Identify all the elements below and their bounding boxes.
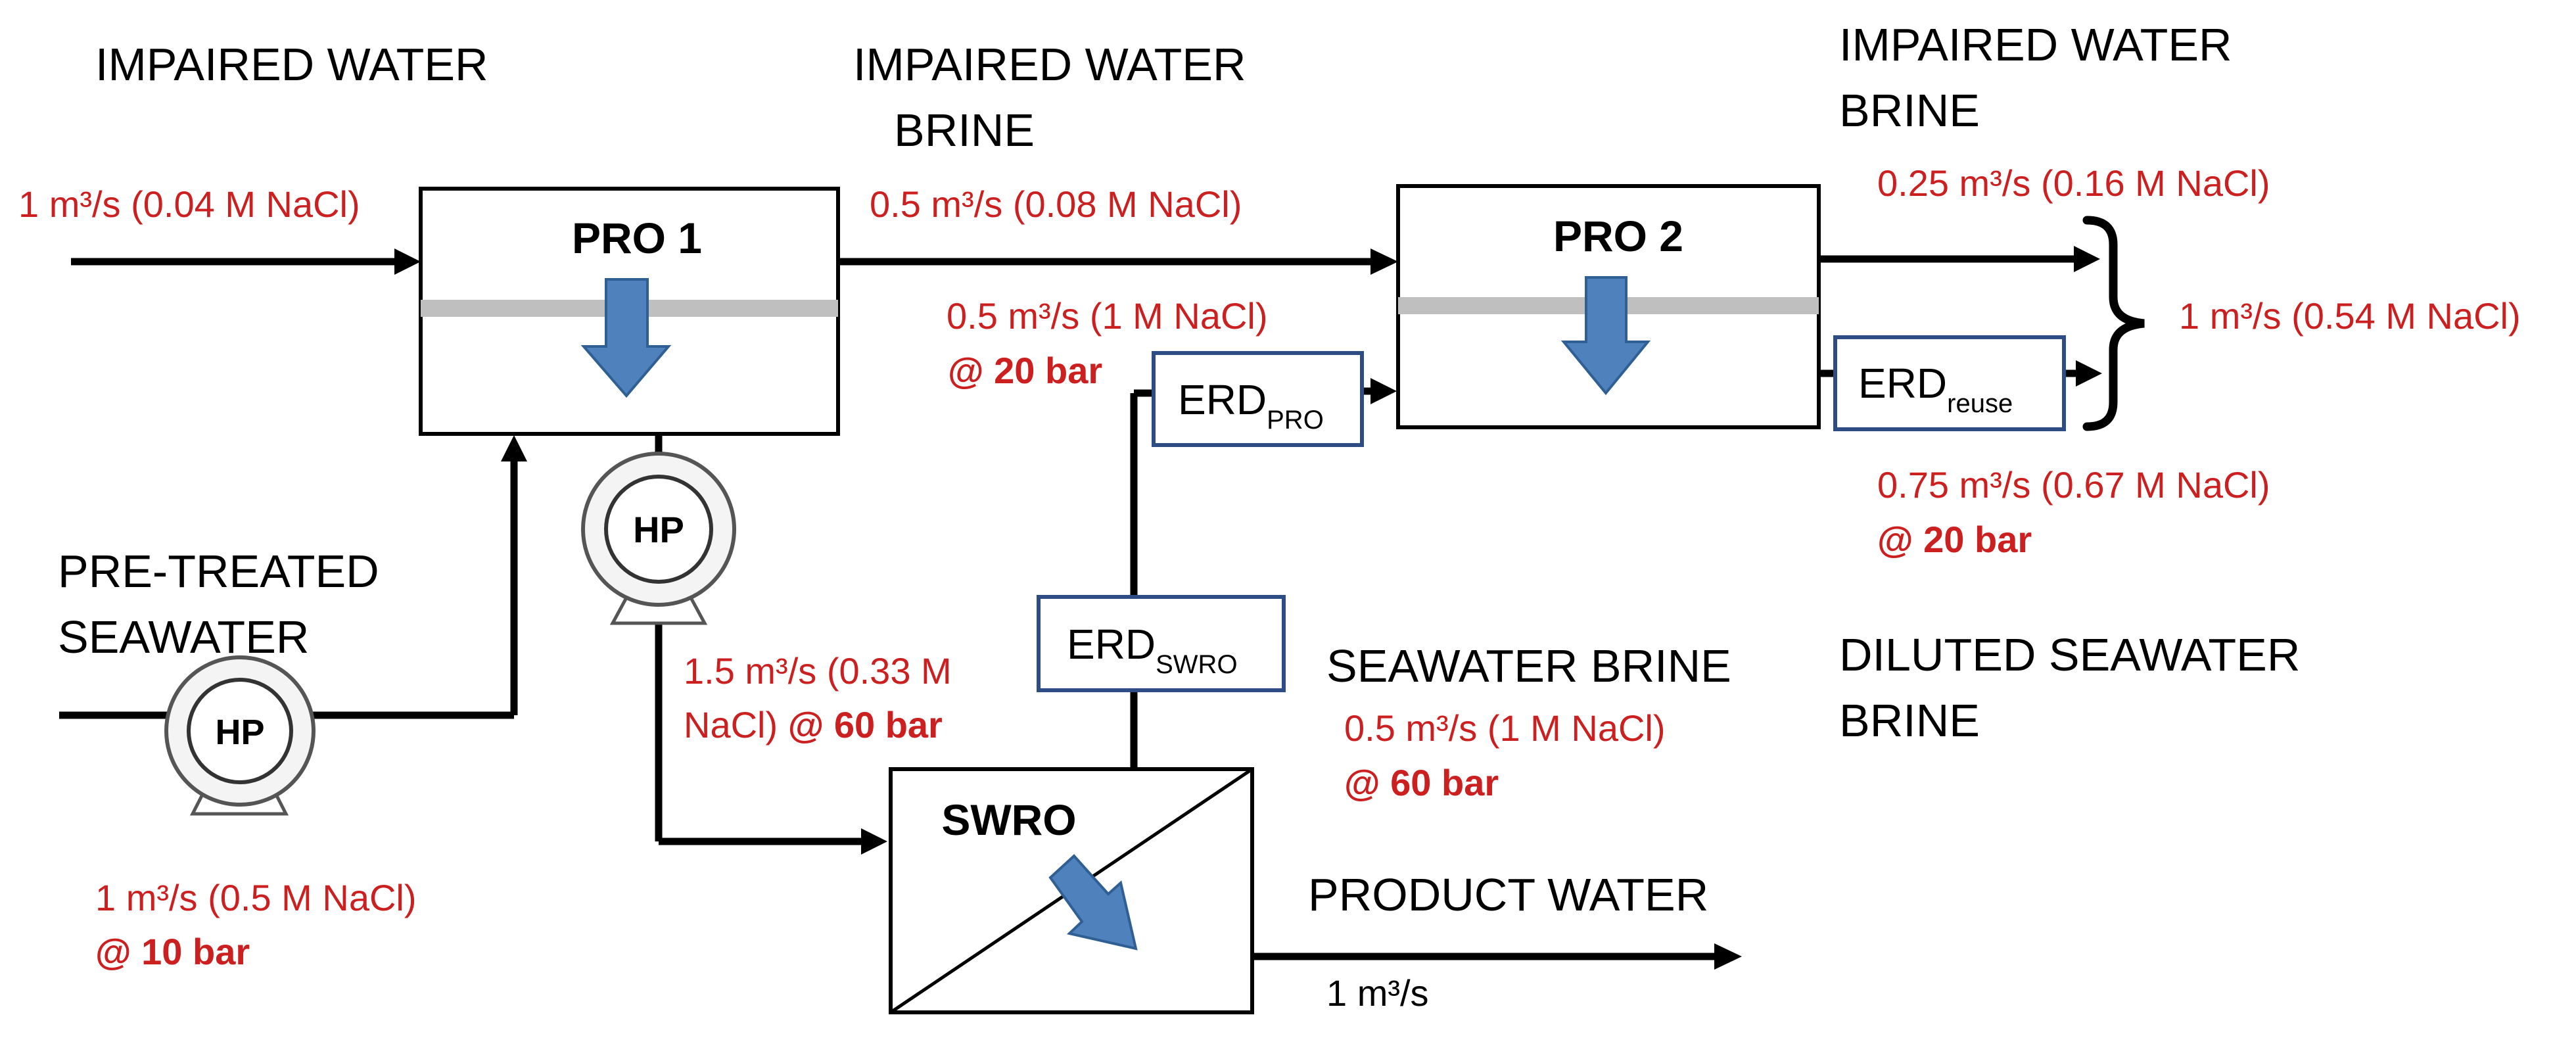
swro-feed-pressure: @ 60 bar (788, 704, 943, 745)
seawater-brine-pressure: @ 60 bar (1344, 762, 1499, 803)
pro1-label: PRO 1 (572, 214, 702, 262)
impaired-in-flow: 1 m³/s (0.04 M NaCl) (18, 183, 360, 225)
seawater-in-flow: 1 m³/s (0.5 M NaCl) (95, 877, 417, 918)
pro1-draw-out-flow: 0.5 m³/s (1 M NaCl) (947, 295, 1268, 337)
erd-subscript: reuse (1947, 389, 2013, 418)
pro1-unit: PRO 1 (419, 187, 840, 436)
hp-pump-seawater-icon: HP (164, 655, 316, 816)
pump-label: HP (633, 509, 684, 550)
arrowhead (501, 435, 527, 461)
diluted-brine-heading-line1: DILUTED SEAWATER (1839, 629, 2300, 680)
erd-subscript: PRO (1267, 406, 1324, 435)
impaired-water-heading: IMPAIRED WATER (95, 39, 488, 90)
swro-feed-flow-line2: NaCl) @ 60 bar (684, 704, 943, 745)
hp-pump-pro1-icon: HP (581, 452, 736, 625)
seawater-brine-heading: SEAWATER BRINE (1326, 640, 1731, 692)
pro1-draw-out-pressure: @ 20 bar (948, 350, 1102, 391)
erd-label: ERD (1178, 376, 1267, 423)
pro2-brine-flow: 0.25 m³/s (0.16 M NaCl) (1877, 162, 2270, 204)
erd-label: ERD (1858, 360, 1947, 407)
impaired-brine-heading-1-line1: IMPAIRED WATER (853, 39, 1246, 90)
erd-label: ERD (1067, 621, 1156, 668)
pretreated-seawater-heading-line1: PRE-TREATED (58, 546, 379, 597)
impaired-brine-heading-1-line2: BRINE (894, 105, 1035, 156)
swro-label: SWRO (941, 795, 1076, 844)
svg-text:ERDPRO: ERDPRO (1178, 376, 1324, 435)
swro-feed-flow-line1: 1.5 m³/s (0.33 M (684, 650, 952, 692)
arrowhead (1370, 248, 1398, 275)
product-water-heading: PRODUCT WATER (1308, 869, 1708, 920)
erd-reuse-box: ERDreuse (1833, 335, 2066, 431)
seawater-brine-flow: 0.5 m³/s (1 M NaCl) (1344, 707, 1666, 749)
impaired-brine-heading-2-line2: BRINE (1839, 85, 1980, 136)
erd-pro-box: ERDPRO (1152, 351, 1364, 447)
arrowhead (1370, 378, 1397, 404)
permeation-arrow-icon (580, 278, 672, 398)
erd-subscript: SWRO (1156, 650, 1237, 679)
erd-swro-box: ERDSWRO (1037, 595, 1286, 692)
seawater-in-pressure: @ 10 bar (95, 931, 250, 972)
swro-unit: SWRO (889, 767, 1254, 1014)
arrowhead (2074, 246, 2100, 272)
impaired-brine-heading-2-line1: IMPAIRED WATER (1839, 19, 2232, 70)
product-flow: 1 m³/s (1326, 972, 1429, 1014)
arrowhead (2076, 360, 2102, 387)
permeation-arrow-icon (1048, 854, 1138, 951)
pro2-draw-out-pressure: @ 20 bar (1877, 519, 2032, 560)
pretreated-seawater-heading-line2: SEAWATER (58, 611, 309, 663)
combine-brace (2082, 216, 2145, 431)
arrowhead (394, 248, 421, 275)
pump-label: HP (215, 713, 264, 752)
svg-text:ERDreuse: ERDreuse (1858, 360, 2013, 418)
swro-feed-flow-nacl: NaCl) (684, 704, 778, 745)
stream-headings: IMPAIRED WATER IMPAIRED WATER BRINE IMPA… (58, 19, 2300, 920)
flow-labels: 1 m³/s (0.04 M NaCl) 0.5 m³/s (0.08 M Na… (18, 162, 2521, 1014)
pro2-draw-out-flow: 0.75 m³/s (0.67 M NaCl) (1877, 464, 2270, 506)
pro1-brine-flow: 0.5 m³/s (0.08 M NaCl) (870, 183, 1242, 225)
combined-flow: 1 m³/s (0.54 M NaCl) (2179, 295, 2521, 337)
diluted-brine-heading-line2: BRINE (1839, 695, 1980, 746)
arrowhead (1714, 943, 1742, 970)
pro2-label: PRO 2 (1553, 212, 1683, 260)
pro2-unit: PRO 2 (1396, 184, 1821, 429)
arrowhead (861, 828, 887, 855)
permeation-arrow-icon (1560, 276, 1651, 396)
svg-text:ERDSWRO: ERDSWRO (1067, 621, 1238, 679)
